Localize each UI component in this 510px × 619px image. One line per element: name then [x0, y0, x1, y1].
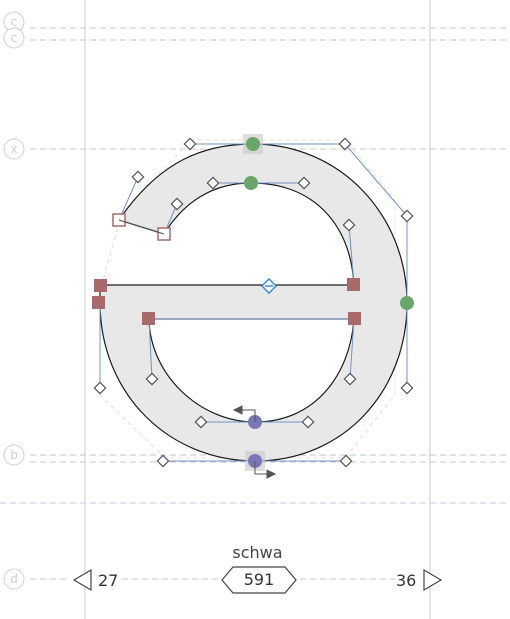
advance-width-value[interactable]: 591 [243, 570, 275, 589]
control-point[interactable] [194, 415, 208, 429]
direction-arrow-icon [232, 405, 277, 479]
control-point[interactable] [93, 381, 107, 395]
guide-marker-x[interactable] [3, 138, 25, 160]
guide-label-c: c [11, 15, 18, 29]
left-sidebearing-text[interactable]: 27 [98, 570, 119, 590]
smooth-point[interactable] [400, 296, 414, 310]
guide-marker-d[interactable] [3, 568, 25, 590]
guide-marker-c2[interactable] [3, 27, 25, 49]
triangle-right-icon[interactable] [423, 568, 443, 592]
control-point[interactable] [342, 218, 356, 232]
control-point[interactable] [206, 176, 220, 190]
control-point[interactable] [339, 454, 353, 468]
guide-label-c2: c [11, 31, 18, 45]
control-point[interactable] [170, 197, 184, 211]
control-point[interactable] [145, 372, 159, 386]
corner-point[interactable] [347, 278, 360, 291]
control-point[interactable] [156, 454, 170, 468]
control-point[interactable] [400, 381, 414, 395]
corner-point[interactable] [348, 312, 361, 325]
control-point[interactable] [343, 372, 357, 386]
glyph-outline[interactable] [99, 143, 408, 462]
control-point[interactable] [400, 209, 414, 223]
guide-label-x: x [10, 142, 17, 156]
control-point[interactable] [297, 176, 311, 190]
corner-point[interactable] [142, 312, 155, 325]
guide-marker-b[interactable] [3, 444, 25, 466]
right-sidebearing-value[interactable]: 36 [396, 568, 416, 592]
glyph-name-label: schwa [232, 543, 283, 562]
smooth-point[interactable] [244, 176, 258, 190]
control-point[interactable] [183, 137, 197, 151]
guide-label-d: d [10, 572, 18, 586]
guide-label-b: b [10, 448, 18, 462]
control-point[interactable] [131, 170, 145, 184]
control-point[interactable] [301, 415, 315, 429]
bounding-octagon-guide [99, 139, 396, 459]
corner-point[interactable] [92, 296, 105, 309]
corner-point[interactable] [94, 279, 107, 292]
triangle-left-icon[interactable] [72, 568, 92, 592]
left-sidebearing-value[interactable]: 27 [70, 568, 118, 592]
right-sidebearing-text[interactable]: 36 [396, 570, 417, 590]
advance-width-box[interactable] [221, 566, 297, 594]
control-point[interactable] [338, 137, 352, 151]
smooth-point[interactable] [246, 137, 260, 151]
